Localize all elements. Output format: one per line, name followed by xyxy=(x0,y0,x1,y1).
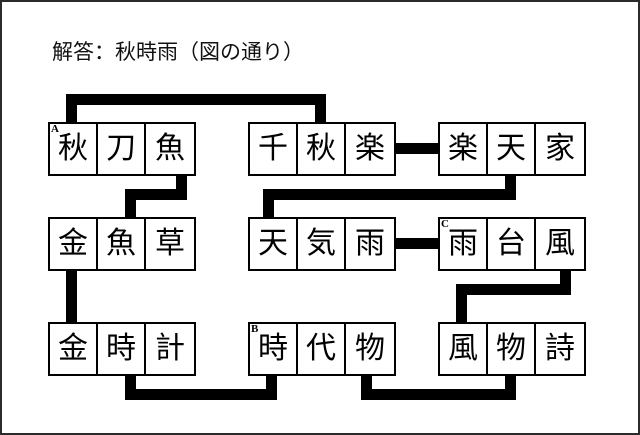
connector-fu-vertical-right xyxy=(560,269,571,295)
word-cell[interactable]: 金 xyxy=(50,219,98,269)
word-box-kingyoso[interactable]: 金 魚 草 xyxy=(48,217,196,271)
connector-ame-horizontal xyxy=(386,238,438,249)
word-char: 物 xyxy=(496,331,526,366)
word-cell[interactable]: C 雨 xyxy=(440,219,488,269)
connector-aki-vertical-right xyxy=(315,94,326,132)
word-char: 金 xyxy=(58,226,88,261)
word-cell[interactable]: 秋 xyxy=(298,124,346,174)
word-char: 詩 xyxy=(545,331,575,366)
connector-gyo-vertical-bottom xyxy=(125,189,136,227)
word-cell[interactable]: B 時 xyxy=(250,324,298,374)
word-cell[interactable]: 魚 xyxy=(146,124,194,174)
word-cell[interactable]: 雨 xyxy=(346,219,394,269)
word-box-ametaifu[interactable]: C 雨 台 風 xyxy=(438,217,586,271)
connector-fu-vertical-left xyxy=(456,284,467,322)
word-cell[interactable]: 気 xyxy=(298,219,346,269)
word-cell[interactable]: 風 xyxy=(536,219,584,269)
word-cell[interactable]: 楽 xyxy=(346,124,394,174)
connector-gyo-vertical-top xyxy=(176,174,187,200)
word-char: 天 xyxy=(496,131,526,166)
marker-label-b: B xyxy=(251,323,259,335)
word-cell[interactable]: 物 xyxy=(488,324,536,374)
connector-mono-horizontal xyxy=(361,389,516,400)
word-char: 天 xyxy=(258,226,288,261)
word-cell[interactable]: 代 xyxy=(298,324,346,374)
word-char: 魚 xyxy=(106,226,136,261)
word-cell[interactable]: 金 xyxy=(50,324,98,374)
word-cell[interactable]: 楽 xyxy=(440,124,488,174)
word-box-jidaimono[interactable]: B 時 代 物 xyxy=(248,322,396,376)
connector-ten-horizontal xyxy=(263,189,516,200)
connector-kin-vertical xyxy=(66,264,77,322)
word-char: 楽 xyxy=(355,131,385,166)
word-cell[interactable]: 千 xyxy=(250,124,298,174)
word-char: 草 xyxy=(155,226,185,261)
connector-mono-vertical-left xyxy=(361,374,372,400)
connector-gyo-horizontal xyxy=(125,189,187,200)
word-char: 秋 xyxy=(58,131,88,166)
word-char: 金 xyxy=(58,331,88,366)
word-cell[interactable]: 草 xyxy=(146,219,194,269)
word-char: 物 xyxy=(355,331,385,366)
word-box-senshuraku[interactable]: 千 秋 楽 xyxy=(248,122,396,176)
word-cell[interactable]: 風 xyxy=(440,324,488,374)
word-char: 気 xyxy=(306,226,336,261)
connector-ji-vertical-left xyxy=(125,374,136,400)
word-cell[interactable]: 天 xyxy=(250,219,298,269)
connector-aki-horizontal-top xyxy=(66,94,326,105)
connector-ten-vertical-left xyxy=(263,189,274,227)
word-cell[interactable]: 天 xyxy=(488,124,536,174)
word-box-rakutenka[interactable]: 楽 天 家 xyxy=(438,122,586,176)
word-cell[interactable]: 魚 xyxy=(98,219,146,269)
word-char: 時 xyxy=(106,331,136,366)
word-char: 計 xyxy=(155,331,185,366)
word-cell[interactable]: 刀 xyxy=(98,124,146,174)
word-box-kindokei[interactable]: 金 時 計 xyxy=(48,322,196,376)
answer-title: 解答：秋時雨（図の通り） xyxy=(52,40,304,64)
word-char: 楽 xyxy=(448,131,478,166)
connector-ten-vertical-right xyxy=(505,174,516,200)
word-cell[interactable]: 家 xyxy=(536,124,584,174)
word-cell[interactable]: 物 xyxy=(346,324,394,374)
word-cell[interactable]: 台 xyxy=(488,219,536,269)
word-box-fubutsushi[interactable]: 風 物 詩 xyxy=(438,322,586,376)
connector-ji-horizontal xyxy=(125,389,277,400)
word-char: 千 xyxy=(258,131,288,166)
word-char: 雨 xyxy=(448,226,478,261)
word-cell[interactable]: 計 xyxy=(146,324,194,374)
connector-mono-vertical-right xyxy=(505,374,516,400)
marker-label-c: C xyxy=(441,218,449,230)
word-char: 刀 xyxy=(106,131,136,166)
connector-fu-horizontal xyxy=(456,284,571,295)
word-box-tenkiame[interactable]: 天 気 雨 xyxy=(248,217,396,271)
word-char: 魚 xyxy=(155,131,185,166)
word-char: 秋 xyxy=(306,131,336,166)
word-cell[interactable]: A 秋 xyxy=(50,124,98,174)
connector-aki-vertical-left xyxy=(66,94,77,132)
word-cell[interactable]: 詩 xyxy=(536,324,584,374)
connector-raku-horizontal xyxy=(386,143,438,154)
word-char: 代 xyxy=(306,331,336,366)
marker-label-a: A xyxy=(51,123,59,135)
word-box-sanma[interactable]: A 秋 刀 魚 xyxy=(48,122,196,176)
word-cell[interactable]: 時 xyxy=(98,324,146,374)
connector-ji-vertical-right xyxy=(266,374,277,400)
word-char: 風 xyxy=(448,331,478,366)
word-char: 台 xyxy=(496,226,526,261)
word-char: 雨 xyxy=(355,226,385,261)
word-char: 風 xyxy=(545,226,575,261)
word-char: 家 xyxy=(545,131,575,166)
word-char: 時 xyxy=(258,331,288,366)
